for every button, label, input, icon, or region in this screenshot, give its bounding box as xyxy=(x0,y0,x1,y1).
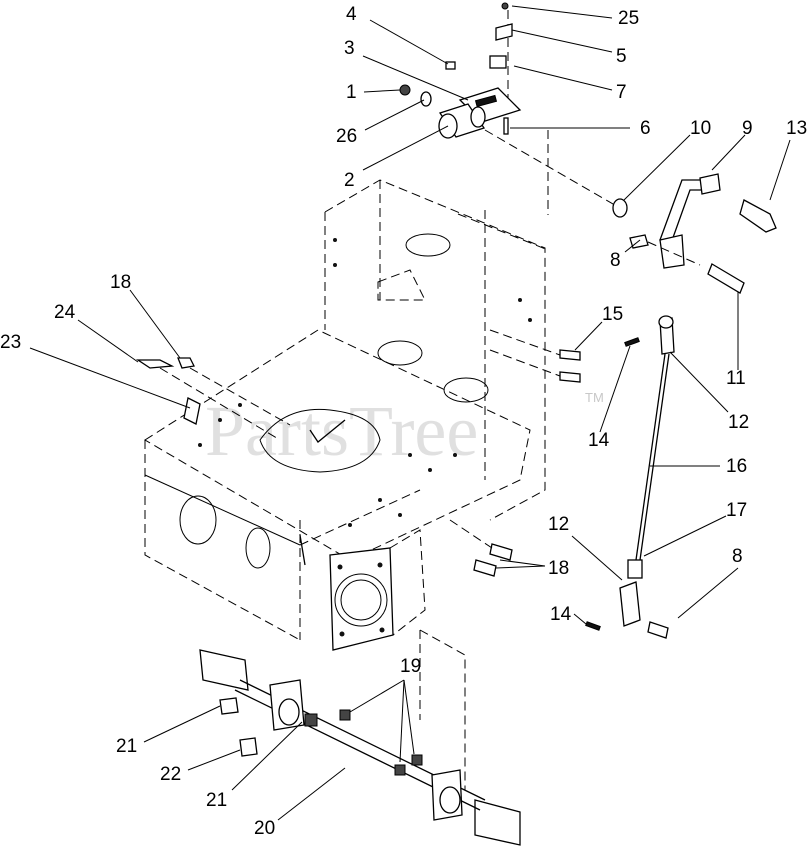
callout-21-lower: 21 xyxy=(206,790,227,811)
callout-21-upper: 21 xyxy=(116,736,137,757)
pivot-bracket-assembly xyxy=(399,2,621,215)
callout-23: 23 xyxy=(0,332,21,353)
callout-14-lower: 14 xyxy=(550,604,572,625)
callout-5: 5 xyxy=(616,46,627,67)
callout-14-upper: 14 xyxy=(588,430,610,451)
control-lever-assembly xyxy=(612,173,777,294)
callout-11: 11 xyxy=(726,368,746,389)
callout-4: 4 xyxy=(346,4,357,25)
right-fasteners xyxy=(449,329,581,577)
callout-25: 25 xyxy=(618,8,639,29)
leader-lines xyxy=(29,5,791,821)
callout-3: 3 xyxy=(344,38,355,59)
left-fasteners xyxy=(135,357,291,441)
control-rod-assembly xyxy=(585,315,675,639)
callout-6: 6 xyxy=(640,118,651,139)
callout-8-upper: 8 xyxy=(610,250,621,271)
frame-assembly xyxy=(144,179,549,651)
callout-16: 16 xyxy=(726,456,747,477)
callout-12-lower: 12 xyxy=(548,514,569,535)
callout-15: 15 xyxy=(602,304,623,325)
callout-13: 13 xyxy=(786,118,807,139)
callout-2: 2 xyxy=(344,170,355,191)
callout-24: 24 xyxy=(54,302,76,323)
callout-22: 22 xyxy=(160,764,181,785)
callout-18-left: 18 xyxy=(110,272,131,293)
callout-labels: 25 4 3 5 1 7 26 6 10 9 13 2 8 18 24 15 2… xyxy=(0,4,807,839)
callout-19: 19 xyxy=(400,656,421,677)
axle-assembly xyxy=(199,629,521,846)
watermark-text: PartsTree xyxy=(205,391,478,471)
callout-8-lower: 8 xyxy=(732,546,743,567)
callout-12-upper: 12 xyxy=(728,412,749,433)
watermark-trademark: TM xyxy=(585,390,604,405)
callout-9: 9 xyxy=(742,118,753,139)
callout-18-right: 18 xyxy=(548,558,569,579)
callout-7: 7 xyxy=(616,82,627,103)
callout-26: 26 xyxy=(336,126,357,147)
callout-1: 1 xyxy=(346,82,357,103)
callout-17: 17 xyxy=(726,500,747,521)
callout-10: 10 xyxy=(690,118,711,139)
callout-20: 20 xyxy=(254,818,275,839)
